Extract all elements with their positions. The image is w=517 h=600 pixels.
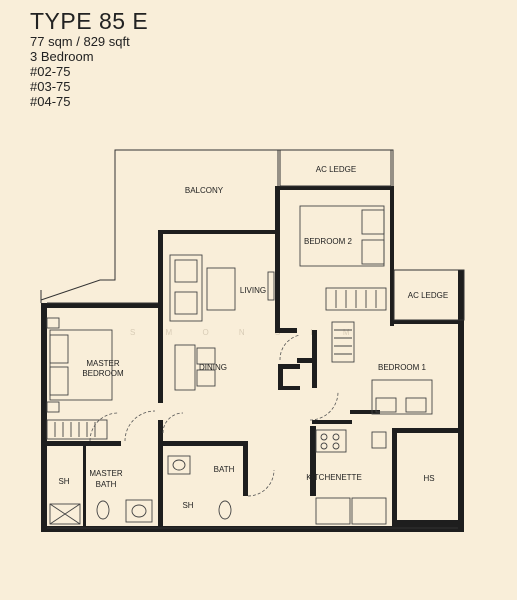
unit-area: 77 sqm / 829 sqft <box>30 34 130 49</box>
room-labels: AC LEDGE BALCONY BEDROOM 2 LIVING AC LED… <box>58 165 448 510</box>
label-dining: DINING <box>199 363 227 372</box>
label-ac-ledge-top: AC LEDGE <box>316 165 356 174</box>
label-ac-ledge-right: AC LEDGE <box>408 291 448 300</box>
label-master-bedroom-line2: BEDROOM <box>82 369 124 378</box>
label-master-bath-line1: MASTER <box>89 469 123 478</box>
label-sh-mid: SH <box>182 501 193 510</box>
label-living: LIVING <box>240 286 266 295</box>
label-bedroom-1: BEDROOM 1 <box>378 363 427 372</box>
label-hs: HS <box>423 474 434 483</box>
watermark: S M O N S I M <box>130 328 364 337</box>
label-balcony: BALCONY <box>185 186 224 195</box>
unit-bedrooms: 3 Bedroom <box>30 49 94 64</box>
plan-header: TYPE 85 E 77 sqm / 829 sqft 3 Bedroom #0… <box>30 8 148 109</box>
label-master-bedroom-line1: MASTER <box>86 359 120 368</box>
label-master-bath-line2: BATH <box>96 480 117 489</box>
unit-number-2: #03-75 <box>30 79 71 94</box>
label-kitchenette: KITCHENETTE <box>306 473 362 482</box>
walls <box>41 186 464 532</box>
label-bath: BATH <box>214 465 235 474</box>
label-bedroom-2: BEDROOM 2 <box>304 237 353 246</box>
outlines <box>40 149 465 529</box>
doors <box>89 334 339 497</box>
furniture <box>46 205 433 525</box>
label-sh-left: SH <box>58 477 69 486</box>
unit-number-3: #04-75 <box>30 94 71 109</box>
unit-number-1: #02-75 <box>30 64 71 79</box>
unit-type-title: TYPE 85 E <box>30 8 149 34</box>
